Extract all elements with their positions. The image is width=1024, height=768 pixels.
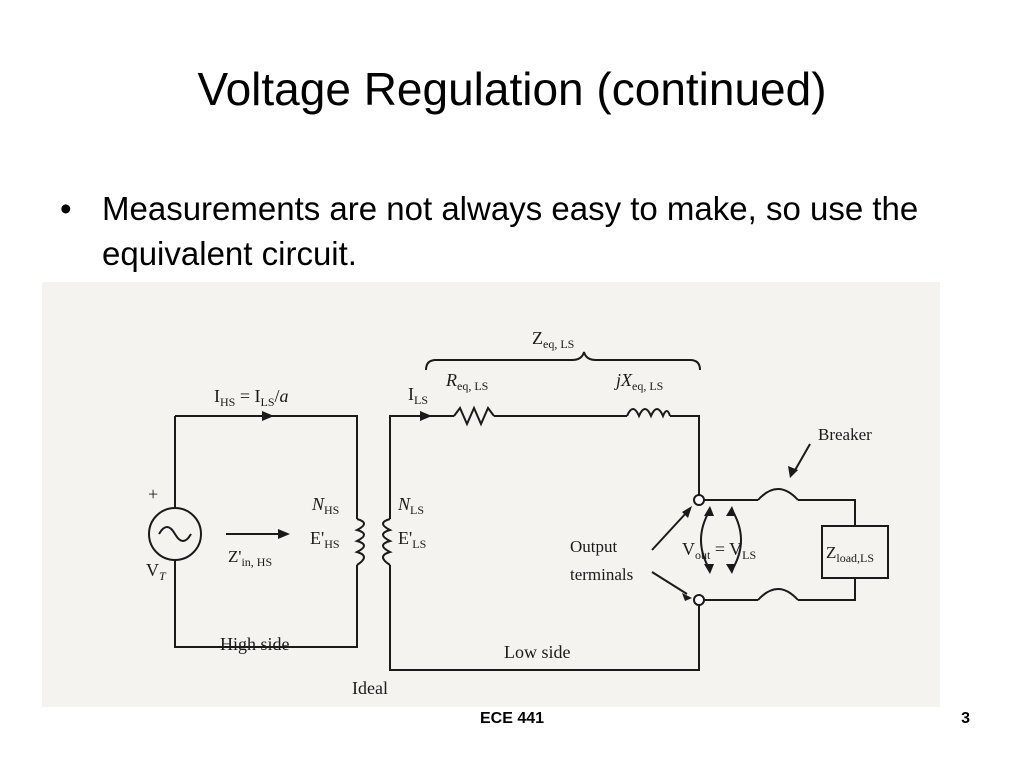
- arrowheads: [262, 411, 798, 601]
- high-side-label: High side: [220, 634, 290, 654]
- resistor-symbol: [453, 405, 495, 427]
- circuit-diagram: Zeq, LS IHS = ILS/a ILS Req, LS jXeq, LS…: [146, 328, 889, 698]
- output-arrow-down: [651, 571, 688, 595]
- footer-page-number: 3: [961, 710, 970, 727]
- vout-down-arrowhead-right: [726, 564, 736, 574]
- plus-label: +: [148, 484, 158, 504]
- ideal-label: Ideal: [352, 678, 388, 698]
- ls-bottom-wire: [389, 565, 700, 671]
- vout-up-arrowhead-right: [726, 506, 736, 516]
- vout-up-arrowhead-left: [704, 506, 714, 516]
- load-box: [821, 525, 889, 579]
- equivalent-circuit-figure: Zeq, LS IHS = ILS/a ILS Req, LS jXeq, LS…: [42, 282, 940, 707]
- vout-label: Vout = VLS: [682, 539, 756, 562]
- output-down-arrowhead: [682, 593, 692, 601]
- low-side-label: Low side: [504, 642, 571, 662]
- jxeq-label: jXeq, LS: [614, 370, 663, 393]
- ls-left-top-wire: [389, 415, 454, 519]
- ils-arrowhead: [420, 411, 432, 421]
- ihs-arrowhead: [262, 411, 274, 421]
- output-label-line2: terminals: [570, 565, 633, 584]
- slide-title: Voltage Regulation (continued): [197, 63, 827, 115]
- load-bottom-wire: [798, 578, 856, 601]
- breaker-top: [757, 488, 799, 501]
- vout-down-arrowhead-left: [704, 564, 714, 574]
- load-top-wire: [798, 499, 856, 526]
- breaker-bottom: [757, 588, 799, 601]
- req-label: Req, LS: [445, 370, 488, 393]
- footer-course: ECE 441: [479, 710, 545, 727]
- zin-label: Z'in, HS: [228, 547, 272, 569]
- breaker-label-arrow: [793, 443, 811, 473]
- output-terminal-top: [693, 494, 705, 506]
- voltage-source-circle: [148, 507, 202, 561]
- vt-label: VT: [146, 560, 167, 583]
- output-up-arrowhead: [682, 506, 692, 518]
- bullet-text: Measurements are not always easy to make…: [102, 190, 919, 272]
- ils-label: ILS: [408, 384, 428, 407]
- zeq-brace: [425, 351, 701, 371]
- nhs-label: NHS: [311, 494, 339, 517]
- output-arrow-up: [651, 511, 688, 551]
- ehs-label: E'HS: [310, 528, 340, 551]
- sine-symbol: [158, 526, 192, 542]
- hs-top-wire: [175, 415, 358, 519]
- bullet-marker: •: [60, 190, 72, 227]
- breaker-label: Breaker: [818, 425, 872, 444]
- output-label-line1: Output: [570, 537, 618, 556]
- breaker-arrowhead: [788, 466, 798, 478]
- hs-bottom-wire: [174, 560, 358, 648]
- nls-label: NLS: [397, 494, 424, 517]
- inductor-symbol: [626, 408, 671, 419]
- terminal-dots: [693, 494, 705, 606]
- circuit-wires: [148, 351, 889, 671]
- zload-label: Zload,LS: [826, 543, 874, 565]
- hs-winding: [354, 518, 365, 566]
- ls-right-wire: [670, 415, 700, 500]
- zeq-label: Zeq, LS: [532, 328, 574, 351]
- zin-arrowhead: [278, 529, 290, 539]
- output-terminal-bottom: [693, 594, 705, 606]
- els-label: E'LS: [398, 528, 426, 551]
- ls-winding: [382, 518, 393, 566]
- ihs-label: IHS = ILS/a: [214, 386, 289, 409]
